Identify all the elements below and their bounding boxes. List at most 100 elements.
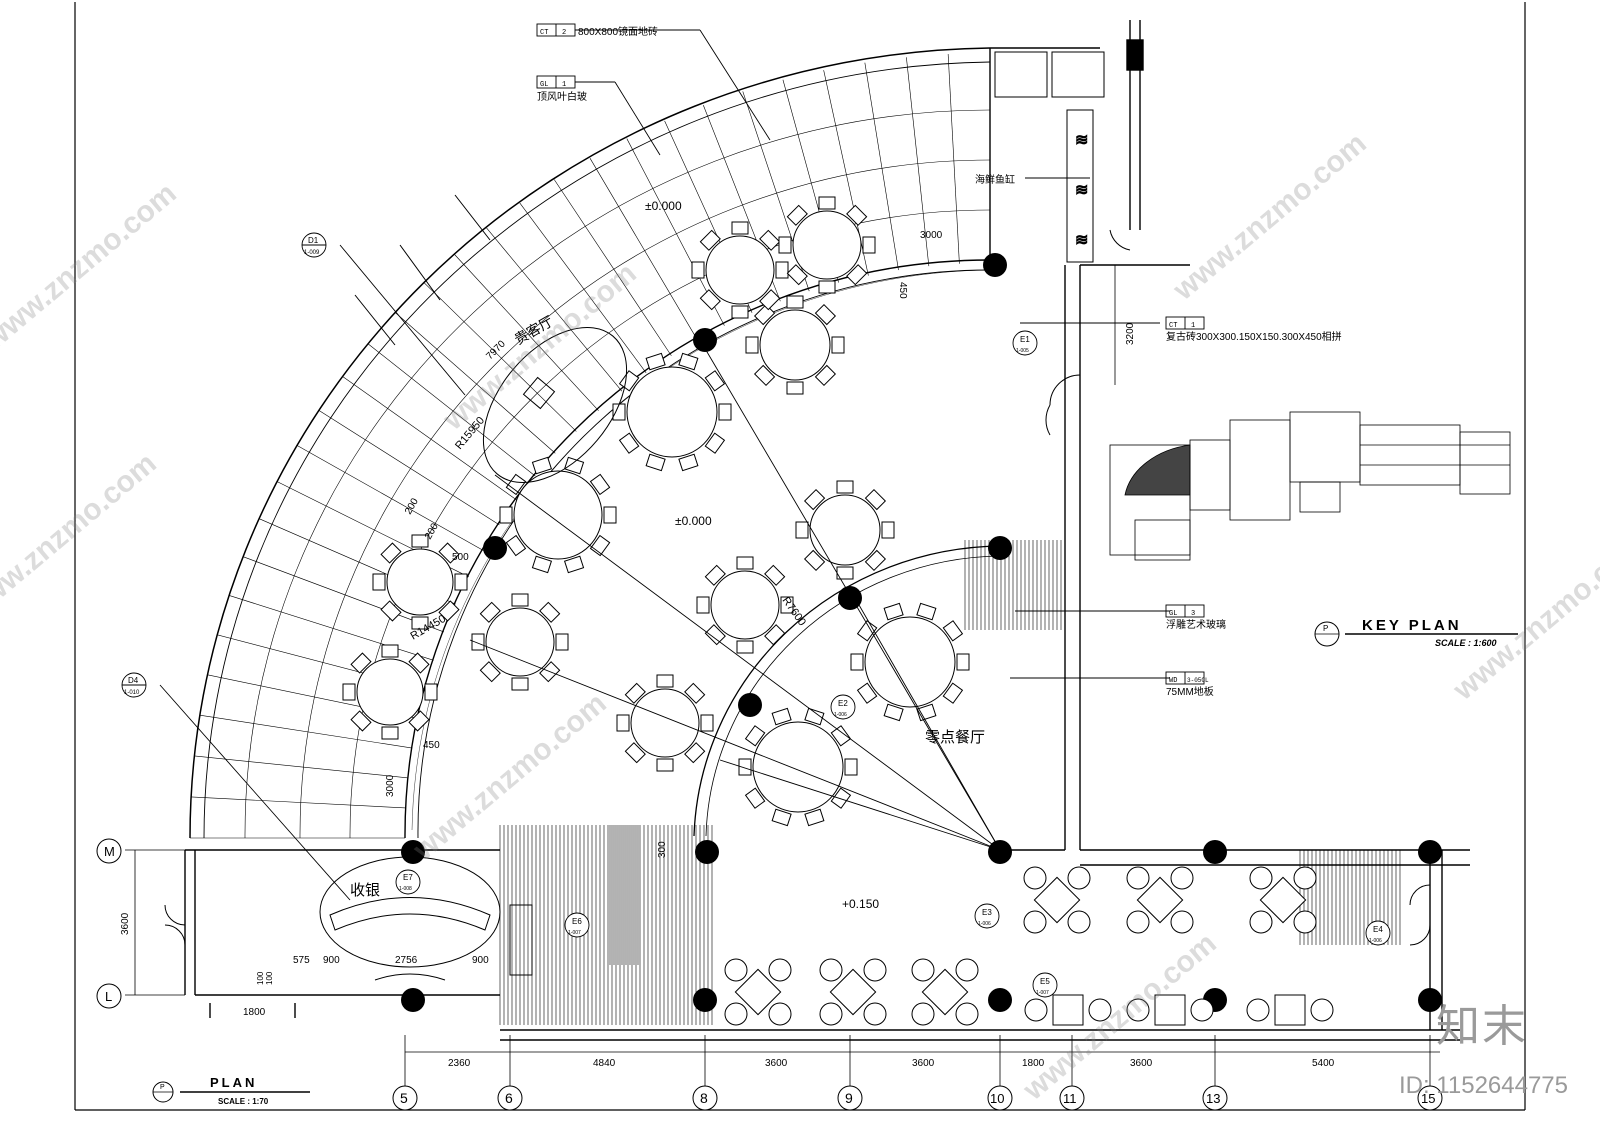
chair: [786, 264, 808, 286]
chair: [818, 196, 836, 210]
plan-scale: SCALE : 1:70: [218, 1097, 269, 1106]
chair: [411, 616, 429, 630]
chair: [786, 204, 808, 226]
chair: [381, 644, 399, 658]
chair: [846, 264, 868, 286]
chair: [804, 707, 825, 726]
chair: [479, 661, 501, 683]
chair: [916, 602, 937, 621]
chair: [830, 787, 852, 809]
chair: [864, 488, 887, 511]
svg-text:≋: ≋: [1075, 132, 1088, 149]
chair: [704, 432, 726, 454]
elev-ref-id-7: E7: [403, 873, 413, 882]
chair: [1190, 998, 1214, 1022]
chair: [618, 432, 640, 454]
structural-column: [1418, 988, 1442, 1012]
chair: [1024, 998, 1048, 1022]
chair: [563, 456, 585, 475]
chair: [539, 601, 561, 623]
chair: [862, 236, 876, 254]
chair: [736, 640, 754, 654]
round-table: [342, 644, 438, 740]
chair: [856, 682, 878, 704]
axis-col-10: 10: [990, 1091, 1004, 1106]
chair: [780, 596, 794, 614]
callout-num-5: 3: [1191, 610, 1195, 618]
chair: [1126, 998, 1150, 1022]
chair: [955, 1002, 979, 1026]
square-table: [911, 958, 979, 1026]
dimension-lines: [125, 265, 1440, 1090]
chair: [342, 683, 356, 701]
elev-ref-id-3: E3: [982, 908, 992, 917]
chair: [1126, 866, 1150, 890]
chair: [956, 653, 970, 671]
chair: [814, 364, 837, 387]
tile-joint: [554, 179, 672, 356]
seafood-tank: ≋ ≋ ≋: [994, 51, 1105, 263]
chair: [380, 542, 402, 564]
chair: [846, 204, 868, 226]
chair: [408, 652, 430, 674]
room-main-label: 零点餐厅: [925, 729, 985, 746]
chair: [499, 506, 513, 524]
callout-text-4: 复古砖300X300.150X150.300X450相拼: [1166, 330, 1342, 343]
chair: [471, 633, 485, 651]
chair: [724, 1002, 748, 1026]
axis-col-8: 8: [700, 1090, 708, 1106]
dim-misc-10: 200: [423, 521, 441, 541]
key-plan-thumbnail: [1109, 411, 1511, 561]
elev-ref-sheet-4: 1-006: [1369, 938, 1382, 944]
round-table: [616, 674, 714, 772]
tile-joint: [318, 410, 500, 526]
structural-column: [988, 988, 1012, 1012]
chair: [555, 633, 569, 651]
dim-cashier-1: 575: [293, 955, 310, 966]
tile-joint: [191, 796, 406, 809]
dim-misc-9: 500: [452, 552, 469, 563]
axis-bubble: [497, 1085, 523, 1111]
chair: [531, 456, 553, 475]
brand-logo: 知末: [1436, 1001, 1528, 1052]
chair: [438, 600, 460, 622]
round-table: [745, 295, 845, 395]
chair: [819, 958, 843, 982]
chair: [1126, 910, 1150, 934]
axis-bubble: [1202, 1085, 1228, 1111]
chair: [745, 336, 759, 354]
round-tables: [342, 196, 970, 827]
chair: [699, 229, 721, 251]
chair: [454, 573, 468, 591]
chair: [724, 958, 748, 982]
wood-floor-hatch: [499, 540, 1401, 1025]
round-table: [696, 556, 794, 654]
chair: [408, 710, 430, 732]
dim-bottom-7: 5400: [1312, 1058, 1335, 1069]
callout-num-2: 1: [562, 81, 566, 89]
chair: [771, 707, 792, 726]
axis-col-9: 9: [845, 1090, 853, 1106]
chair: [563, 555, 585, 574]
axis-bubble: [987, 1085, 1013, 1111]
axis-col-11: 11: [1063, 1091, 1077, 1106]
dim-cashier-7: 100: [265, 971, 274, 985]
chair: [844, 758, 858, 776]
dim-misc-7: 300: [657, 841, 668, 858]
table-top: [513, 470, 603, 560]
chair: [814, 303, 837, 326]
table-top: [921, 968, 969, 1016]
chair: [350, 652, 372, 674]
chair: [942, 620, 964, 642]
chair: [744, 725, 766, 747]
chair: [656, 758, 674, 772]
table-top: [630, 688, 700, 758]
tile-joint: [243, 556, 444, 633]
chair: [505, 534, 527, 557]
dim-bottom-5: 1800: [1022, 1058, 1045, 1069]
level-mark-1: ±0.000: [645, 199, 682, 213]
axis-row-L: L: [105, 989, 112, 1004]
key-plan-title: KEY PLAN: [1362, 617, 1462, 634]
callout-num-1: 2: [562, 29, 566, 37]
round-table: [471, 593, 569, 691]
